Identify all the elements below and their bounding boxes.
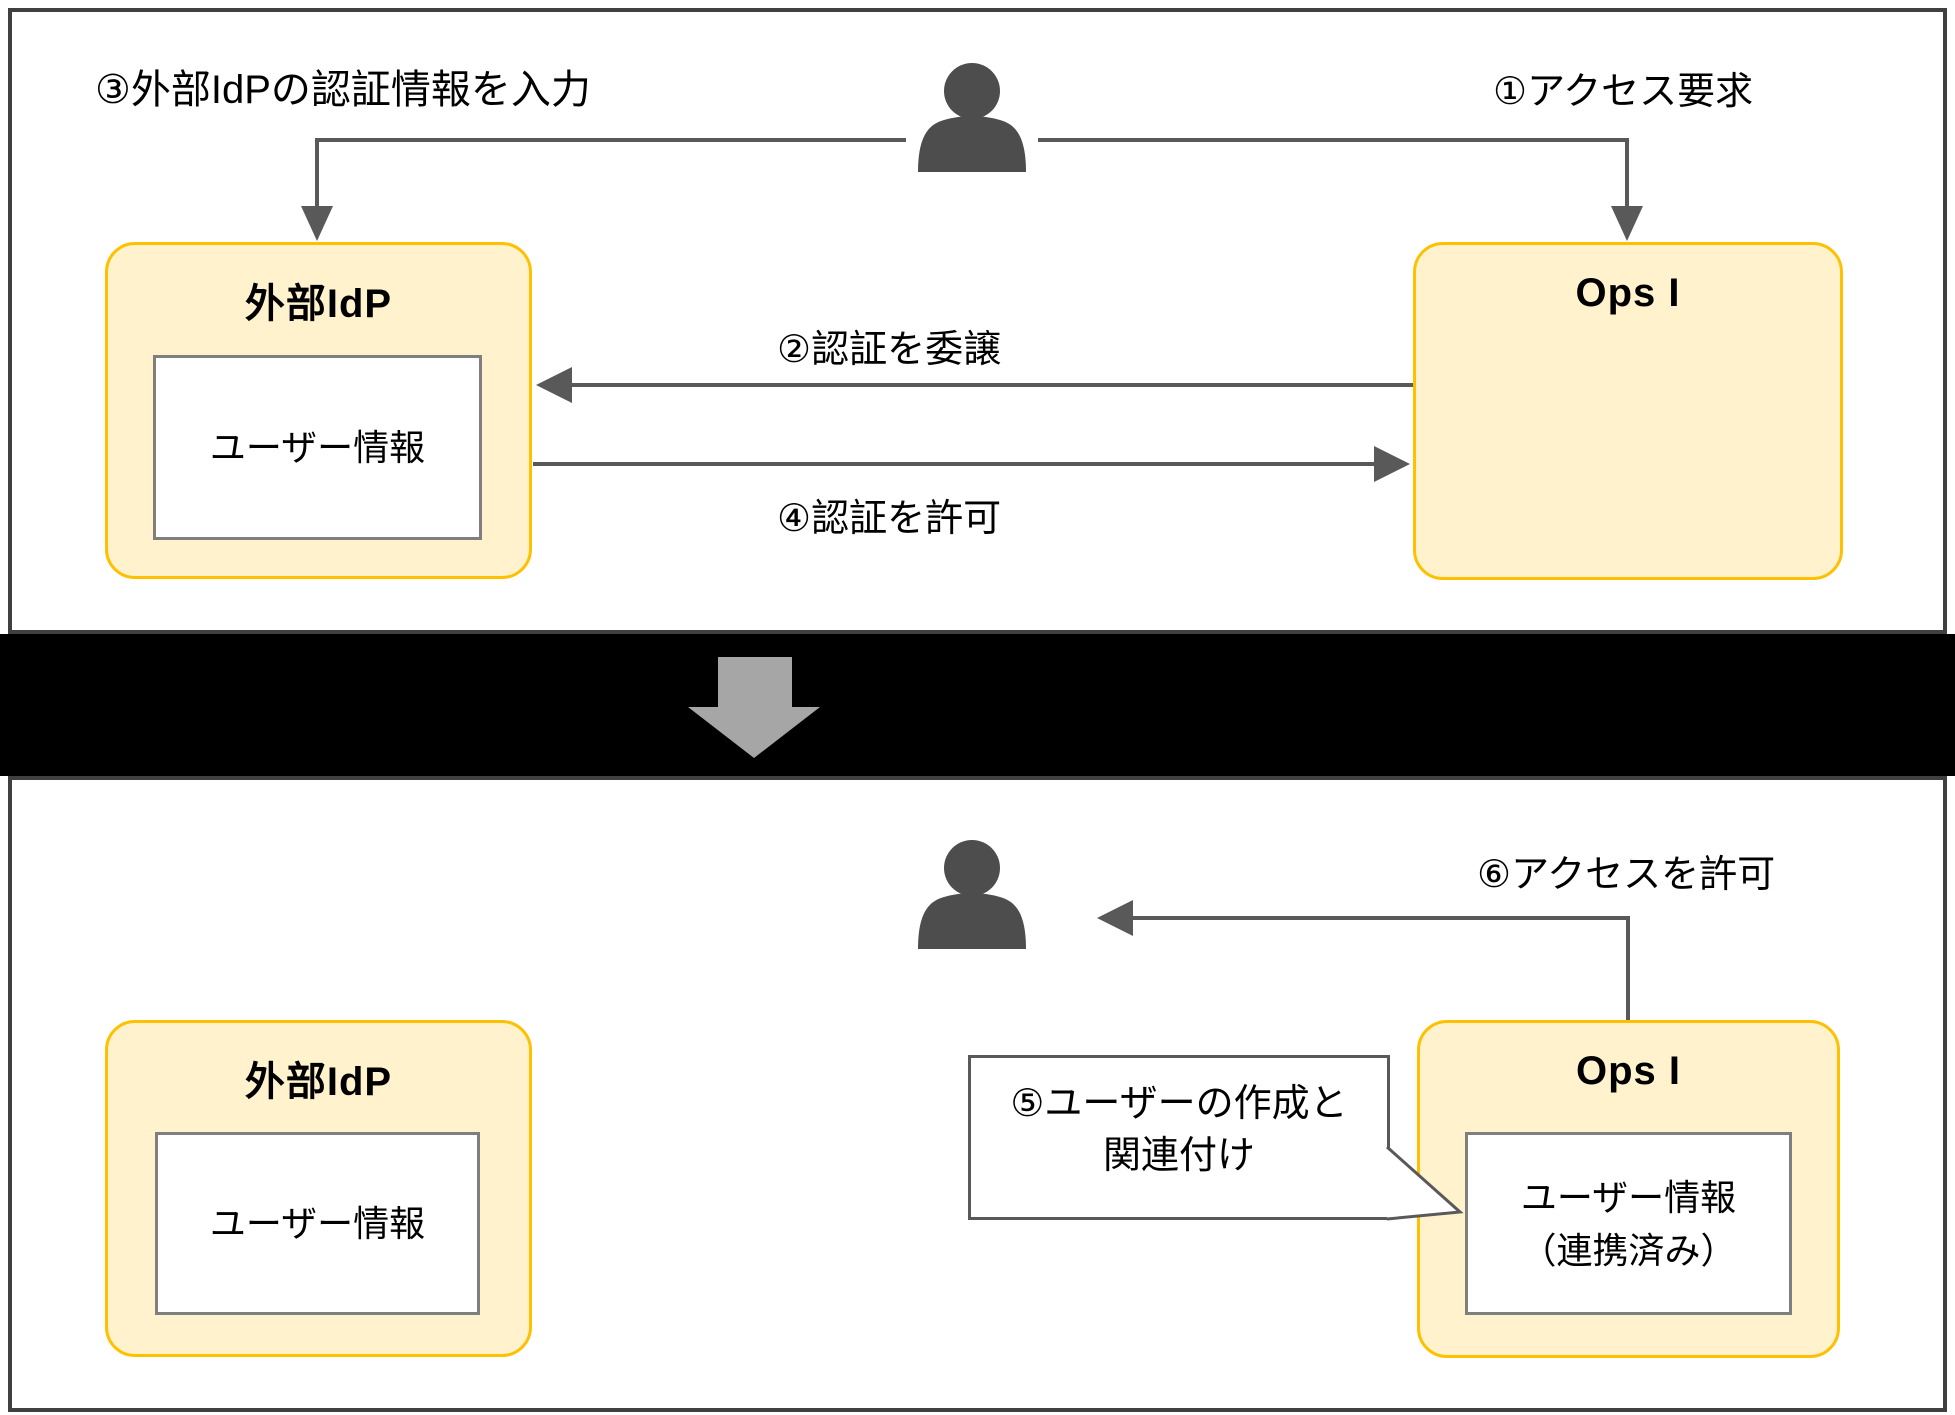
divider-band	[0, 634, 1955, 776]
user-head-icon	[944, 840, 1000, 896]
user-info-box-bottom: ユーザー情報	[155, 1132, 480, 1315]
linked-user-info-line1: ユーザー情報	[1520, 1176, 1737, 1218]
label-step6: ⑥アクセスを許可	[1477, 854, 1776, 896]
external-idp-title: 外部IdP	[244, 1060, 393, 1104]
linked-user-info-line2: （連携済み）	[1520, 1229, 1737, 1271]
user-info-text: ユーザー情報	[209, 427, 426, 468]
linked-user-info-text: ユーザー情報 （連携済み）	[1520, 1171, 1736, 1277]
callout-step5: ⑤ユーザーの作成と 関連付け	[968, 1055, 1390, 1220]
user-icon	[910, 839, 1034, 951]
user-body-icon	[918, 893, 1026, 949]
ops-box-top: Ops I	[1413, 242, 1843, 580]
label-step1: ①アクセス要求	[1493, 71, 1754, 113]
ops-title: Ops I	[1575, 1049, 1682, 1093]
user-info-text: ユーザー情報	[209, 1203, 426, 1244]
ops-title: Ops I	[1575, 271, 1681, 315]
user-icon	[910, 62, 1034, 174]
linked-user-info-box: ユーザー情報 （連携済み）	[1465, 1132, 1792, 1315]
external-idp-title: 外部IdP	[244, 282, 393, 326]
label-step2: ②認証を委譲	[777, 329, 1002, 371]
user-head-icon	[944, 63, 1000, 119]
label-step3: ③外部IdPの認証情報を入力	[95, 68, 591, 112]
user-info-box-top: ユーザー情報	[153, 355, 482, 540]
label-step4: ④認証を許可	[777, 498, 1002, 540]
user-body-icon	[918, 116, 1026, 172]
callout-step5-line1: ⑤ユーザーの作成と	[1010, 1083, 1348, 1125]
callout-step5-line2: 関連付け	[1102, 1135, 1255, 1177]
